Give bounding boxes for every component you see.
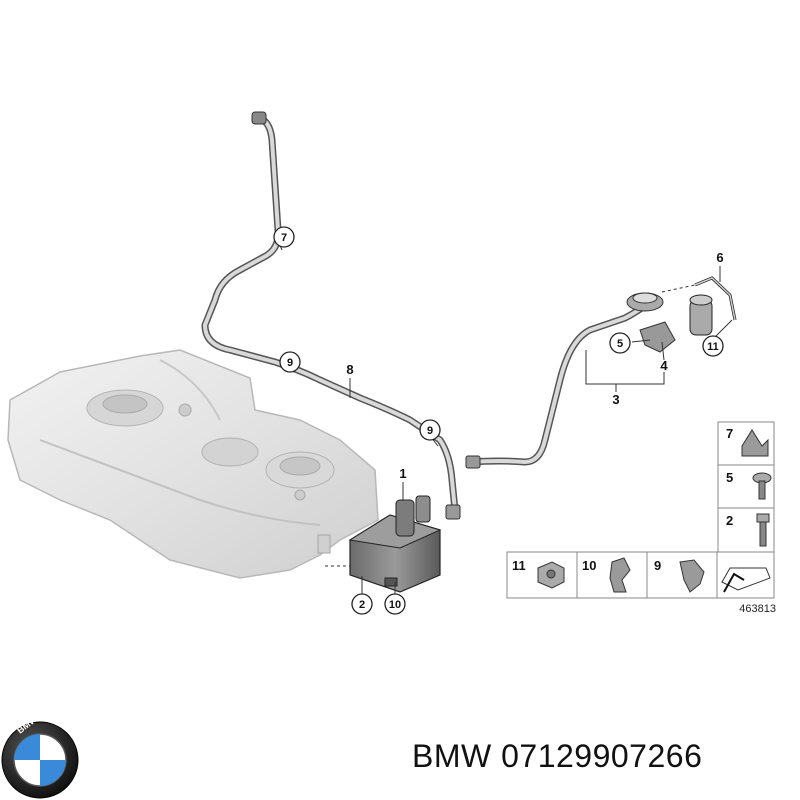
bmw-logo-icon: BMW [1, 714, 79, 799]
fuel-tank [7, 349, 379, 579]
valve-assembly [626, 284, 696, 353]
label-4: 4 [660, 358, 668, 373]
svg-text:2: 2 [726, 513, 733, 528]
legend-right-column: 7 5 2 [717, 421, 775, 553]
svg-text:9: 9 [427, 425, 433, 437]
callout-7: 7 [273, 226, 295, 248]
svg-text:9: 9 [654, 558, 661, 573]
svg-text:2: 2 [359, 599, 365, 611]
svg-text:5: 5 [726, 470, 733, 485]
svg-text:5: 5 [617, 338, 623, 350]
callout-5: 5 [609, 332, 631, 354]
callout-9-lower: 9 [419, 419, 441, 441]
clip-icon [679, 559, 705, 593]
clip-icon [741, 429, 769, 457]
label-1: 1 [399, 466, 406, 481]
svg-text:11: 11 [512, 558, 526, 573]
svg-text:10: 10 [582, 558, 596, 573]
bolt-icon [756, 513, 770, 547]
reference-number: 463813 [739, 603, 776, 615]
svg-text:10: 10 [389, 599, 401, 611]
svg-text:9: 9 [287, 357, 293, 369]
label-3: 3 [612, 392, 619, 407]
sensor-part [689, 276, 737, 336]
svg-text:11: 11 [707, 341, 719, 353]
svg-text:7: 7 [281, 232, 287, 244]
label-6: 6 [716, 250, 723, 265]
svg-text:7: 7 [726, 426, 733, 441]
nut-icon [537, 561, 565, 589]
screw-icon [752, 472, 772, 500]
direction-arrow-icon [721, 567, 771, 593]
callout-10: 10 [384, 593, 406, 615]
clip-icon [609, 557, 631, 593]
label-8: 8 [346, 362, 353, 377]
leader-lines [275, 235, 733, 596]
callout-2: 2 [351, 593, 373, 615]
legend-bottom-row: 11 10 9 [506, 551, 775, 599]
vent-line-right [465, 298, 654, 469]
callout-9-upper: 9 [279, 351, 301, 373]
carbon-canister [325, 495, 442, 593]
part-caption: BMW 07129907266 [412, 738, 703, 774]
callout-11: 11 [702, 335, 724, 357]
